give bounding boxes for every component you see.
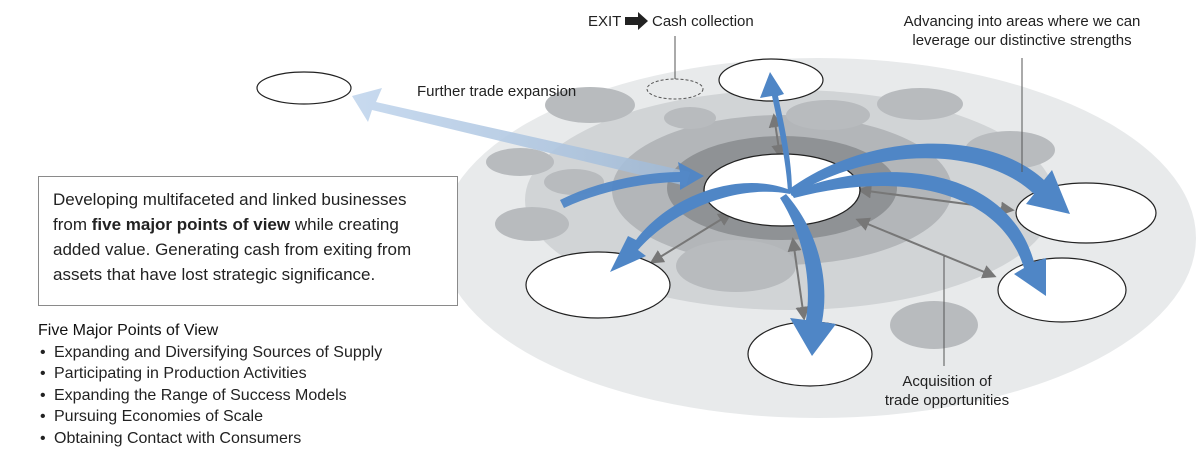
advancing-label-line2: leverage our distinctive strengths	[912, 32, 1132, 49]
advancing-label: Advancing into areas where we can levera…	[884, 12, 1160, 50]
acquisition-label-line1: Acquisition of	[902, 373, 992, 390]
expansion-arrow-left	[610, 183, 790, 272]
description-box: Developing multifaceted and linked busin…	[38, 176, 458, 306]
description-text-2: while creating added value. Generating c…	[53, 215, 412, 284]
blob	[676, 240, 796, 292]
expansion-arrow-bottom	[780, 194, 836, 356]
expansion-arrow-top	[760, 72, 792, 192]
exit-label: EXIT	[588, 13, 622, 30]
connector-arrow	[768, 113, 786, 159]
blob	[786, 100, 870, 130]
expansion-arrow-upper-right	[788, 143, 1070, 214]
blob	[545, 87, 635, 123]
blob	[486, 148, 554, 176]
remote-business-oval	[256, 71, 352, 105]
further-trade-arrow	[352, 88, 690, 186]
expansion-arrow-inbound	[560, 162, 704, 208]
five-points-list: Five Major Points of View Expanding and …	[38, 320, 382, 449]
expansion-arrow-lower-right	[790, 172, 1046, 296]
right-arrow-icon	[625, 12, 648, 30]
list-item: Expanding and Diversifying Sources of Su…	[38, 342, 382, 364]
description-text-1: Developing multifaceted and linked busin…	[53, 190, 407, 234]
connector-arrow	[855, 217, 997, 279]
acquisition-label: Acquisition of trade opportunities	[868, 372, 1026, 410]
advancing-label-line1: Advancing into areas where we can	[903, 13, 1141, 30]
cash-collection-label: Cash collection	[652, 13, 754, 30]
left-business-oval	[525, 251, 671, 319]
acquisition-label-line2: trade opportunities	[884, 392, 1010, 409]
list-item: Participating in Production Activities	[38, 363, 382, 385]
connector-arrow	[649, 212, 733, 264]
right-lower-business-oval	[997, 257, 1127, 323]
list-item: Expanding the Range of Success Models	[38, 385, 382, 407]
blob	[664, 107, 716, 129]
connector-arrow	[787, 237, 810, 321]
five-points-title: Five Major Points of View	[38, 322, 219, 339]
expansion-arrows	[560, 72, 1070, 356]
exit-business-oval	[646, 78, 704, 100]
list-item: Pursuing Economies of Scale	[38, 406, 382, 428]
description-bold: five major points of view	[91, 215, 291, 234]
list-item: Obtaining Contact with Consumers	[38, 428, 382, 450]
business-blobs	[486, 87, 1055, 349]
blob	[495, 207, 569, 241]
blob	[890, 301, 978, 349]
blob	[877, 88, 963, 120]
further-trade-label: Further trade expansion	[417, 83, 577, 100]
